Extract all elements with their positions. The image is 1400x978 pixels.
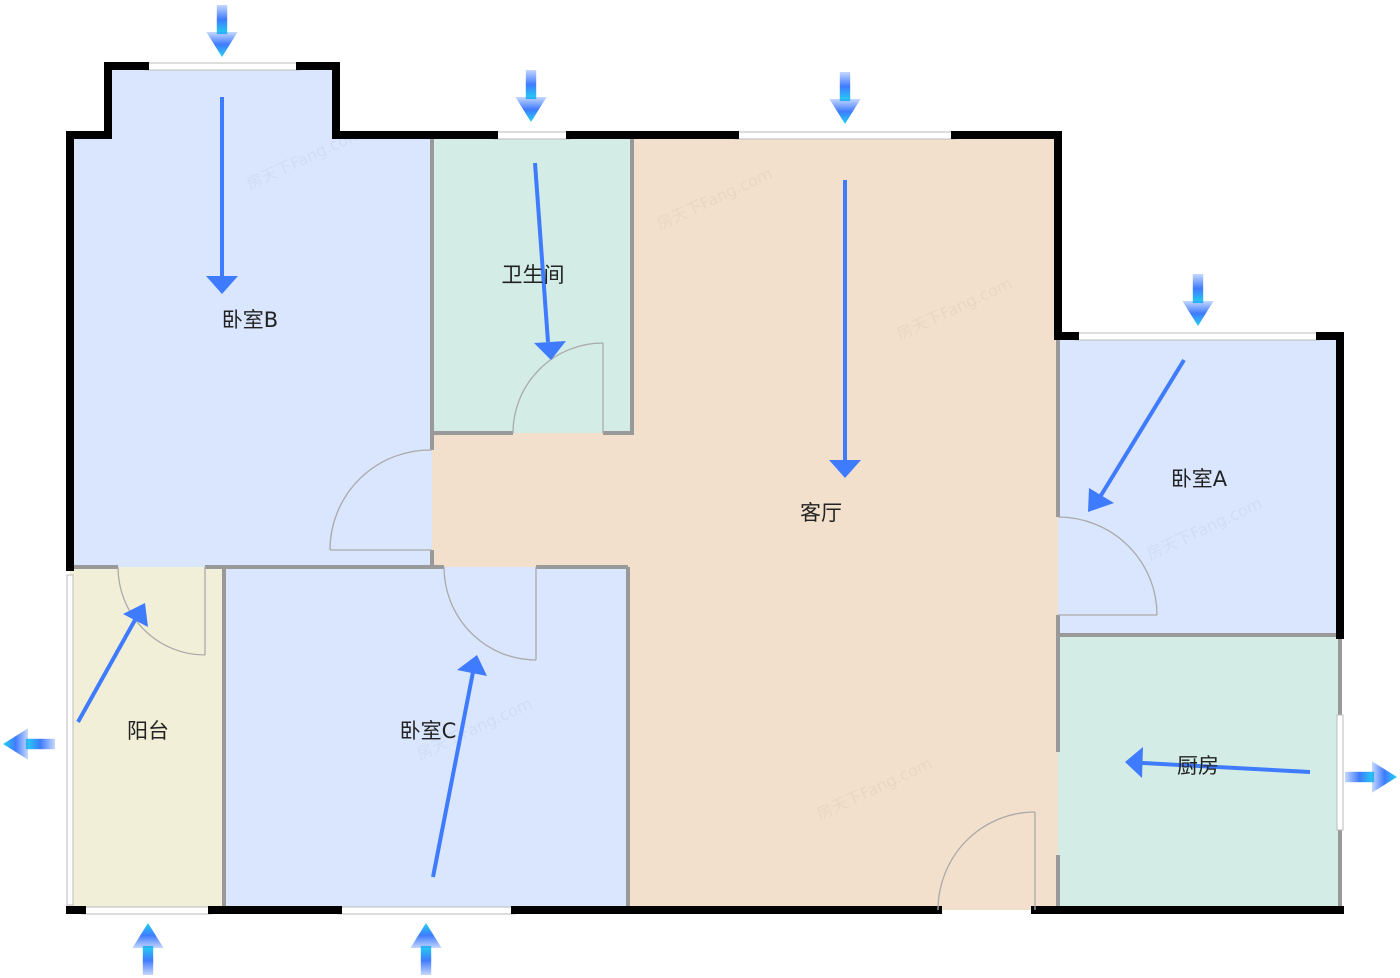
room-bedroom-b bbox=[70, 66, 432, 567]
view-arrow-top-4 bbox=[1182, 274, 1214, 326]
arrow-bedroom-c bbox=[431, 655, 487, 878]
door-bedroom-c[interactable] bbox=[443, 566, 537, 661]
label-kitchen: 厨房 bbox=[1177, 754, 1219, 778]
door-entrance[interactable] bbox=[937, 811, 1036, 911]
view-arrow-top-1 bbox=[206, 5, 238, 57]
windows bbox=[66, 62, 1344, 915]
label-bedroom-c: 卧室C bbox=[400, 719, 457, 743]
door-bedroom-b[interactable] bbox=[329, 449, 433, 551]
view-arrow-right bbox=[1345, 761, 1397, 793]
view-arrow-bottom-2 bbox=[410, 923, 442, 975]
arrow-living bbox=[829, 180, 861, 478]
arrow-bedroom-b bbox=[206, 97, 238, 294]
arrow-kitchen bbox=[1125, 747, 1311, 778]
label-living-room: 客厅 bbox=[800, 501, 842, 525]
doors bbox=[117, 342, 1158, 911]
label-bathroom: 卫生间 bbox=[502, 263, 565, 287]
label-balcony: 阳台 bbox=[127, 719, 169, 743]
view-arrow-bottom-1 bbox=[132, 923, 164, 975]
view-arrow-top-2 bbox=[515, 70, 547, 122]
room-bathroom bbox=[432, 135, 632, 433]
interior-walls bbox=[70, 135, 1342, 910]
door-bathroom[interactable] bbox=[512, 342, 604, 434]
door-balcony[interactable] bbox=[117, 566, 206, 656]
room-labels: 卧室B 卫生间 客厅 卧室A 阳台 卧室C 厨房 bbox=[127, 263, 1228, 778]
arrow-bathroom bbox=[533, 162, 566, 360]
exterior-walls bbox=[66, 62, 1344, 914]
view-arrow-left bbox=[3, 728, 55, 760]
label-bedroom-b: 卧室B bbox=[222, 308, 278, 332]
label-bedroom-a: 卧室A bbox=[1171, 467, 1228, 491]
arrow-balcony bbox=[76, 603, 148, 723]
room-living bbox=[432, 135, 1058, 910]
room-bedroom-c bbox=[224, 567, 628, 910]
door-bedroom-a[interactable] bbox=[1057, 516, 1158, 616]
direction-arrows bbox=[76, 97, 1311, 878]
arrow-bedroom-a bbox=[1088, 358, 1186, 512]
view-arrow-top-3 bbox=[829, 72, 861, 124]
